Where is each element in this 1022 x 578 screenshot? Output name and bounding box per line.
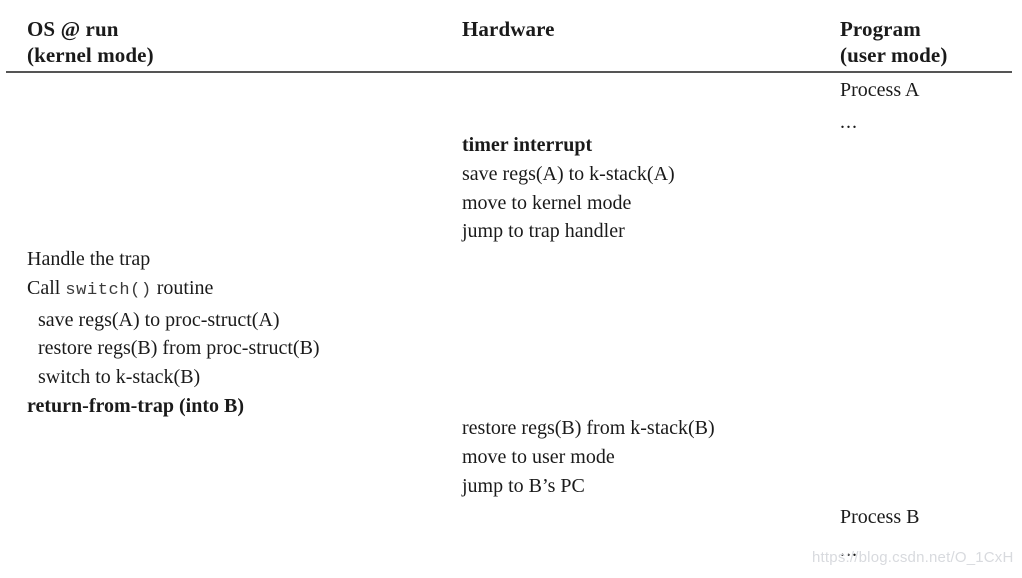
os-call-suffix: routine (151, 276, 214, 299)
column-header-hardware-line1: Hardware (462, 17, 555, 41)
hardware-trap-step-3: jump to trap handler (462, 220, 625, 243)
hardware-return-from-trap-block: restore regs(B) from k-stack(B) move to … (462, 414, 715, 500)
hardware-return-step-3: jump to B’s PC (462, 474, 585, 497)
os-handle-trap-line: Handle the trap (27, 248, 151, 270)
os-switch-step-2: restore regs(B) from proc-struct(B) (38, 337, 320, 360)
column-header-os: OS @ run (kernel mode) (27, 16, 154, 68)
column-header-program: Program (user mode) (840, 16, 947, 68)
hardware-timer-interrupt-heading: timer interrupt (462, 134, 593, 156)
program-process-a-block: Process A (840, 76, 919, 105)
os-call-switch-code: switch() (65, 280, 152, 300)
hardware-trap-step-2: move to kernel mode (462, 191, 632, 214)
os-call-prefix: Call (27, 276, 66, 299)
column-header-hardware: Hardware (462, 16, 555, 42)
column-header-program-line1: Program (840, 17, 921, 41)
column-header-os-line1: OS @ run (27, 17, 119, 41)
os-switch-step-3: switch to k-stack(B) (38, 366, 201, 389)
os-switch-step-1: save regs(A) to proc-struct(A) (38, 308, 280, 331)
program-process-b-block: Process B (840, 503, 919, 532)
program-process-a-label: Process A (840, 79, 920, 101)
hardware-return-step-1: restore regs(B) from k-stack(B) (462, 417, 715, 439)
os-return-from-trap-line: return-from-trap (into B) (27, 394, 244, 417)
column-header-os-line2: (kernel mode) (27, 43, 154, 67)
program-process-b-label: Process B (840, 506, 920, 528)
os-call-switch-line: Call switch() routine (27, 274, 320, 306)
hardware-return-step-2: move to user mode (462, 445, 615, 468)
column-header-program-line2: (user mode) (840, 43, 948, 67)
watermark-text: https://blog.csdn.net/O_1CxH (812, 549, 1014, 566)
program-process-a-ellipsis: ... (840, 111, 858, 133)
hardware-trap-step-1: save regs(A) to k-stack(A) (462, 162, 675, 185)
os-context-switch-block: Handle the trap Call switch() routine sa… (27, 245, 320, 421)
header-divider-rule (6, 71, 1012, 73)
hardware-timer-interrupt-block: timer interrupt save regs(A) to k-stack(… (462, 131, 675, 246)
program-process-b-ellipsis: ... (840, 539, 858, 561)
